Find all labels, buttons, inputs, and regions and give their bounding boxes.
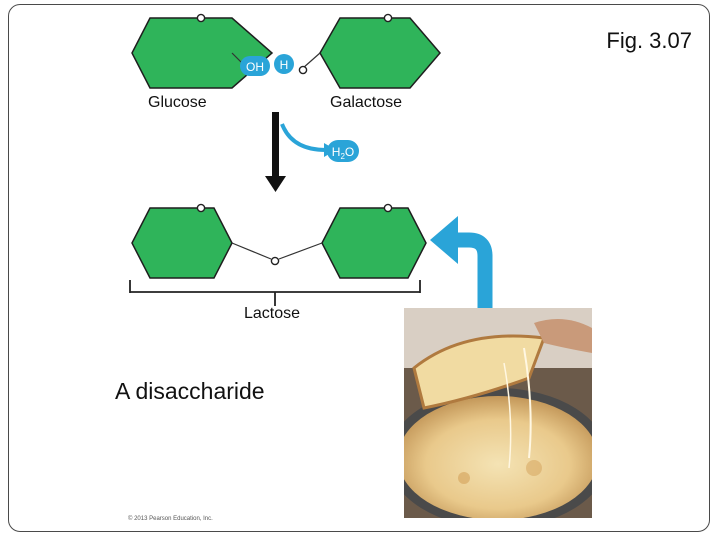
figure-label: Fig. 3.07 bbox=[606, 28, 692, 53]
lactose-glucose-ring bbox=[131, 207, 233, 279]
curved-return-arrow bbox=[430, 216, 493, 332]
glucose-ring-oxygen bbox=[196, 13, 206, 23]
galactose-ring-oxygen bbox=[383, 13, 393, 23]
bridging-oxygen-top bbox=[298, 65, 308, 75]
lactose-glucose-ring-oxygen bbox=[196, 203, 206, 213]
galactose-label: Galactose bbox=[330, 94, 403, 111]
disaccharide-label: A disaccharide bbox=[115, 378, 265, 404]
reaction-arrow bbox=[265, 112, 286, 192]
lactose-galactose-ring bbox=[321, 207, 427, 279]
hydrogen-label: H bbox=[280, 58, 289, 72]
glycosidic-oxygen bbox=[270, 256, 280, 266]
water-label: H2O bbox=[332, 145, 354, 161]
glucose-ring bbox=[131, 17, 274, 89]
hydrogen-group-bubble: H bbox=[274, 54, 294, 74]
lactose-label: Lactose bbox=[244, 305, 301, 322]
copyright-notice: © 2013 Pearson Education, Inc. bbox=[128, 516, 213, 522]
hydroxyl-label: OH bbox=[246, 60, 264, 74]
water-molecule-bubble: H2O bbox=[327, 140, 359, 162]
lactose-bracket bbox=[129, 280, 421, 306]
pizza-cheese-photo bbox=[404, 308, 592, 518]
lactose-galactose-ring-oxygen bbox=[383, 203, 393, 213]
glucose-label: Glucose bbox=[148, 94, 207, 111]
hydroxyl-group-bubble: OH bbox=[240, 56, 270, 76]
slide-frame bbox=[8, 4, 710, 532]
galactose-ring bbox=[319, 17, 441, 89]
